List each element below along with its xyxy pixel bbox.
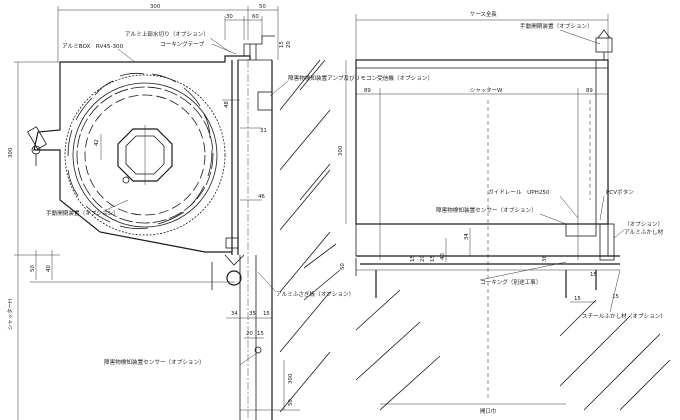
- case-box: [355, 59, 609, 225]
- manual-device-left: 手動開閉装置（オプション）: [27, 126, 129, 217]
- dim-300: 300: [150, 4, 161, 10]
- shutter-coil: 42: [64, 72, 226, 236]
- dim-15c: 15: [257, 331, 264, 337]
- dim-60-top: 60: [252, 14, 259, 20]
- dim-35: 35: [249, 311, 256, 317]
- dim-15d-right: 15: [590, 272, 597, 278]
- dim-50: 50: [259, 4, 266, 10]
- right-small-dimensions: 34 40 50 15 20 15 36 15 15 15: [340, 228, 619, 303]
- shutter-guide-lower: [211, 60, 257, 420]
- label-guide-rail: ガイドレール UPH250: [488, 188, 550, 196]
- label-case-width: ケース全長: [470, 10, 497, 18]
- label-manual-device-right: 手動開閉装置（オプション）: [520, 22, 593, 30]
- dim-300-vert: 300: [8, 147, 14, 158]
- aluminum-box-outline: [33, 35, 275, 255]
- floor-hatching-right: [355, 289, 671, 411]
- label-shutter-h: シャッターH: [6, 299, 14, 330]
- label-aluminum-flash: アルミふかし材: [624, 228, 664, 236]
- dim-89-left: 89: [364, 88, 371, 94]
- dim-34: 34: [231, 311, 238, 317]
- dim-15e-right: 15: [612, 294, 619, 300]
- dim-20: 20: [246, 331, 253, 337]
- dim-20-right: 20: [420, 255, 426, 262]
- label-steel-flash: スチールふかし材（オプション）: [582, 312, 666, 320]
- dim-31: 31: [260, 128, 267, 134]
- dim-34-right: 34: [464, 233, 470, 240]
- dim-15c-right: 15: [574, 296, 581, 302]
- label-obstacle-sensor-left: 障害物検知装置センサー（オプション）: [104, 358, 205, 366]
- dim-40-right: 40: [440, 253, 446, 260]
- dim-40-left: 40: [46, 265, 52, 272]
- label-caulking: コーキング（別途工事）: [480, 278, 541, 286]
- bottom-dimensions: 34 35 15 20 15 300 50: [226, 311, 300, 411]
- label-opening-width: 開口巾: [480, 407, 496, 415]
- top-dimensions: 300 50 30 60 15 20: [57, 4, 292, 62]
- label-aluminum-drain: アルミ上部水切り（オプション）: [125, 30, 209, 38]
- dim-89-right: 89: [586, 88, 593, 94]
- label-aluminum-cover: アルミふさぎ板（オプション）: [276, 290, 354, 298]
- dim-20-top: 20: [286, 41, 292, 48]
- label-obstacle-sensor-right: 障害物検知装置センサー（オプション）: [436, 206, 537, 214]
- label-shutter-w: シャッターW: [470, 86, 503, 94]
- top-labels: アルミ上部水切り（オプション） コーキングテープ アルミBOX RV45-300…: [62, 30, 433, 97]
- right-front-view: ケース全長 手動開閉装置（オプション） 89 89 シャッターW: [338, 10, 671, 415]
- case-width-dimension: ケース全長: [355, 10, 609, 60]
- bottom-rail: [355, 223, 620, 276]
- label-caulking-tape: コーキングテープ: [160, 40, 205, 48]
- bottom-callouts-right: コーキング（別途工事） スチールふかし材（オプション）: [479, 261, 666, 320]
- right-callouts: ガイドレール UPH250 PCVボタン 障害物検知装置センサー（オプション） …: [436, 188, 664, 239]
- wall-hatching: [271, 59, 331, 420]
- dim-46: 46: [258, 194, 265, 200]
- manual-device-right: 手動開閉装置（オプション）: [520, 22, 613, 60]
- dim-50-right: 50: [340, 263, 346, 270]
- dim-15b: 15: [263, 311, 270, 317]
- aluminum-cover-callout: アルミふさぎ板（オプション）: [257, 271, 354, 298]
- dim-48: 48: [224, 101, 230, 108]
- dim-15-right: 15: [410, 255, 416, 262]
- obstacle-sensor-callout-left: 障害物検知装置センサー（オプション）: [104, 351, 259, 366]
- dim-300-right: 300: [338, 145, 344, 156]
- dim-50-bottom: 50: [288, 399, 294, 406]
- dim-30: 30: [226, 14, 233, 20]
- label-obstacle-amp: 障害物検知装置アンプ及びリモコン受信機（オプション）: [288, 74, 433, 82]
- anchors: [375, 270, 597, 298]
- opening-width-dimension: 開口巾: [380, 403, 566, 415]
- dim-15b-right: 15: [430, 255, 436, 262]
- left-section-view: 300 50 30 60 15 20 アルミ上部水切り（オプション） コーキング…: [6, 4, 433, 420]
- label-aluminum-box: アルミBOX RV45-300: [62, 43, 124, 50]
- dim-15-side: 15: [279, 41, 285, 48]
- label-aluminum-flash-opt: （オプション）: [624, 221, 663, 228]
- dim-50-left: 50: [30, 265, 36, 272]
- box-inner-dimensions: 48 31 46: [222, 99, 267, 201]
- dim-36-right: 36: [542, 255, 548, 262]
- dim-300-bottom: 300: [288, 373, 294, 384]
- wall-hatching-lower: [303, 243, 341, 301]
- slat-segments: [67, 72, 213, 230]
- case-hidden-lines: 300: [338, 60, 591, 400]
- dim-42: 42: [94, 139, 100, 146]
- left-vertical-dimensions: 300 シャッターH 50 40: [6, 61, 235, 420]
- shutter-w-dimension: 89 89 シャッターW: [356, 86, 608, 260]
- label-pcv-button: PCVボタン: [606, 188, 634, 196]
- label-manual-device-left: 手動開閉装置（オプション）: [46, 209, 119, 217]
